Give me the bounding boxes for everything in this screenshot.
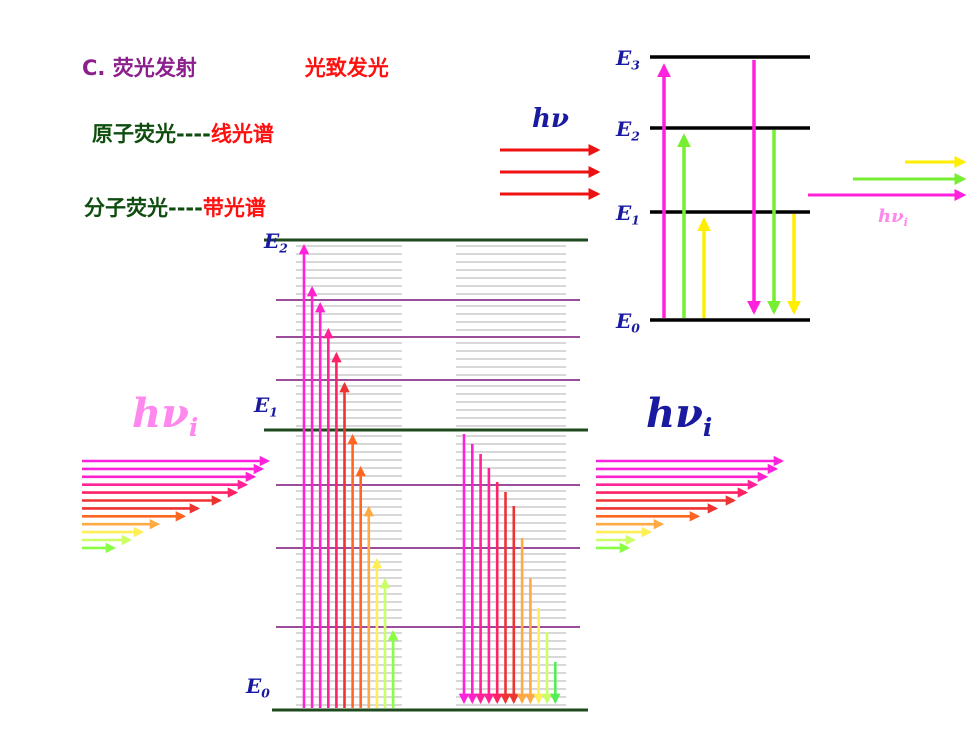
molecular-level-label-E2: E2: [263, 229, 288, 255]
section-heading: C. 荧光发射 光致发光: [82, 52, 389, 82]
atomic-energy-level-diagram: [500, 55, 967, 322]
molecular-level-label-E1: E1: [253, 393, 278, 419]
atomic-level-label-E2: E2: [615, 117, 640, 143]
excitation-photon-label: hν: [532, 104, 569, 134]
band-spectrum-label: 带光谱: [202, 196, 266, 220]
molecular-level-label-E0: E0: [245, 674, 270, 700]
incident-photon-label: hνi: [132, 390, 198, 442]
emitted-photon-label: hνi: [646, 390, 712, 442]
molecular-fluorescence-term: 分子荧光----: [84, 196, 203, 220]
section-label: C. 荧光发射: [82, 56, 197, 80]
line-spectrum-label: 线光谱: [210, 122, 274, 146]
photoluminescence-label: 光致发光: [304, 56, 389, 80]
atomic-fluorescence-term: 原子荧光----: [92, 122, 211, 146]
atomic-fluorescence-line: 原子荧光----线光谱: [92, 118, 274, 148]
atomic-level-label-E1: E1: [615, 201, 640, 227]
molecular-energy-level-diagram: [82, 238, 785, 712]
molecular-fluorescence-line: 分子荧光----带光谱: [84, 192, 266, 222]
atomic-level-label-E0: E0: [615, 309, 640, 335]
atomic-level-label-E3: E3: [615, 46, 640, 72]
atomic-fluorescence-photon-label: hνi: [878, 206, 908, 229]
